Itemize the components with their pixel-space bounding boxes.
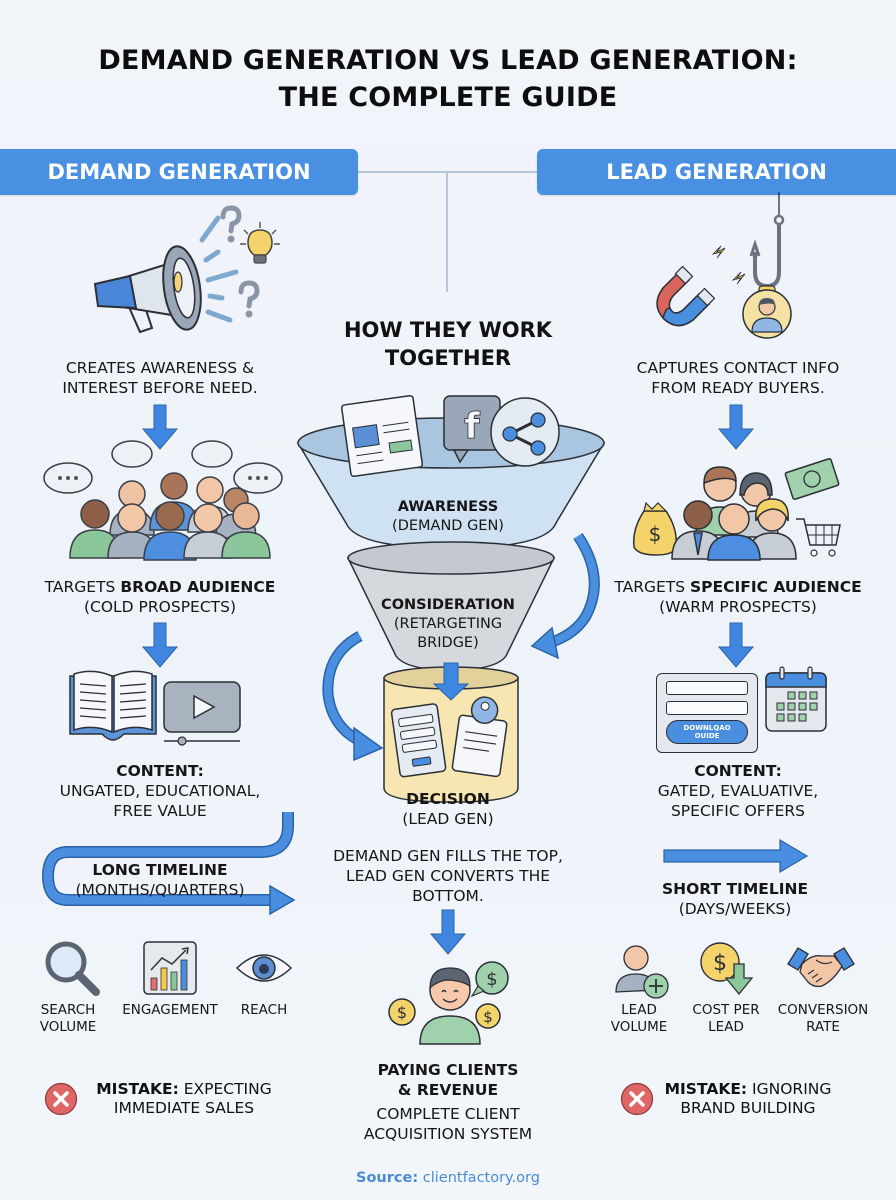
magnifier-icon — [44, 940, 104, 998]
facebook-icon: f — [443, 395, 501, 464]
banner-connector-vertical — [446, 172, 448, 292]
shopping-cart-icon — [796, 518, 841, 557]
coin-down-icon: $ — [698, 942, 756, 998]
arrow-down-icon-2 — [141, 622, 179, 668]
crowd-icon — [43, 440, 283, 561]
money-bag-icon: $ — [632, 501, 678, 556]
magnet-hook-illustration — [655, 192, 792, 342]
megaphone-icon — [93, 215, 239, 334]
video-player-icon — [162, 680, 244, 746]
demand-generation-banner: DEMAND GENERATION — [0, 149, 358, 195]
svg-text:$: $ — [649, 522, 662, 546]
outcome-heading: PAYING CLIENTS & REVENUE — [377, 1061, 519, 1099]
metric-conversion-rate: CONVERSION RATE — [777, 1002, 869, 1035]
add-user-icon — [614, 944, 670, 1000]
mistake-x-icon — [44, 1082, 78, 1116]
banknote-icon — [784, 458, 840, 500]
lead-mistake-text: MISTAKE: IGNORING BRAND BUILDING — [664, 1080, 832, 1117]
svg-text:$: $ — [397, 1003, 407, 1022]
demand-step-content: CONTENT: UNGATED, EDUCATIONAL, FREE VALU… — [59, 762, 261, 820]
demand-mistake-text: MISTAKE: EXPECTING IMMEDIATE SALES — [96, 1080, 272, 1117]
metric-search-volume: SEARCH VOLUME — [39, 1002, 97, 1035]
metric-lead-volume: LEAD VOLUME — [610, 1002, 668, 1035]
magnet-icon — [656, 265, 716, 327]
calendar-icon — [764, 665, 828, 733]
svg-text:$: $ — [486, 969, 497, 990]
lead-step-capture: CAPTURES CONTACT INFO FROM READY BUYERS. — [636, 359, 840, 397]
gated-form-icon: DOWNLQAO OUIDE — [656, 673, 758, 753]
page-title: DEMAND GENERATION VS LEAD GENERATION: TH… — [0, 42, 896, 116]
short-timeline-label: SHORT TIMELINE (DAYS/WEEKS) — [661, 880, 809, 918]
lead-generation-banner: LEAD GENERATION — [537, 149, 896, 195]
question-mark-icon-2 — [236, 280, 262, 320]
metric-reach: REACH — [240, 1002, 288, 1018]
arrow-down-icon-center — [429, 909, 467, 955]
marketing-funnel-diagram: f — [296, 388, 606, 808]
svg-text:$: $ — [713, 951, 727, 976]
bar-chart-icon — [142, 940, 198, 996]
funnel-label-decision: DECISION (LEAD GEN) — [402, 790, 494, 828]
eye-icon — [235, 950, 293, 986]
title-line-1: DEMAND GENERATION VS LEAD GENERATION: — [98, 45, 798, 76]
outcome-system-text: COMPLETE CLIENT ACQUISITION SYSTEM — [363, 1105, 533, 1143]
source-link[interactable]: Source: clientfactory.org — [356, 1170, 540, 1186]
demand-step-audience: TARGETS BROAD AUDIENCE (COLD PROSPECTS) — [44, 578, 276, 616]
svg-text:$: $ — [483, 1008, 493, 1026]
mistake-x-icon-lead — [620, 1082, 654, 1116]
broad-audience-crowd-illustration — [40, 440, 283, 561]
paying-client-illustration: $ $ $ — [386, 958, 516, 1045]
metric-engagement: ENGAGEMENT — [122, 1002, 218, 1018]
svg-text:f: f — [464, 406, 480, 447]
metric-cost-per-lead: COST PER LEAD — [692, 1002, 760, 1035]
lead-step-audience: TARGETS SPECIFIC AUDIENCE (WARM PROSPECT… — [614, 578, 862, 616]
specific-audience-illustration: $ — [630, 455, 845, 561]
coin-icon — [388, 998, 416, 1026]
form-field-2 — [666, 701, 748, 715]
arrow-down-icon-lead — [717, 404, 755, 450]
contact-card-icon — [451, 696, 508, 778]
demand-step-awareness: CREATES AWARENESS & INTEREST BEFORE NEED… — [62, 359, 258, 397]
lead-form-icon — [390, 703, 447, 778]
short-timeline-arrow-icon — [663, 838, 809, 874]
lightbulb-icon — [240, 222, 280, 272]
question-mark-icon — [218, 205, 244, 245]
handshake-icon — [786, 944, 856, 990]
arrow-down-icon-lead-2 — [717, 622, 755, 668]
share-icon — [490, 397, 560, 467]
funnel-label-consideration: CONSIDERATION (RETARGETING BRIDGE) — [381, 597, 515, 651]
megaphone-illustration — [90, 210, 290, 334]
lead-step-content: CONTENT: GATED, EVALUATIVE, SPECIFIC OFF… — [657, 762, 819, 820]
arrow-down-icon — [141, 404, 179, 450]
form-field-1 — [666, 681, 748, 695]
title-line-2: THE COMPLETE GUIDE — [278, 82, 618, 113]
long-timeline-arrow-icon — [38, 808, 298, 928]
open-book-icon — [68, 670, 158, 741]
funnel-summary-text: DEMAND GEN FILLS THE TOP, LEAD GEN CONVE… — [333, 847, 563, 905]
download-guide-button: DOWNLQAO OUIDE — [666, 720, 748, 744]
web-page-icon — [340, 394, 424, 478]
funnel-label-awareness: AWARENESS (DEMAND GEN) — [392, 499, 504, 534]
how-they-work-together-heading: HOW THEY WORK TOGETHER — [343, 318, 553, 370]
long-timeline-label: LONG TIMELINE (MONTHS/QUARTERS) — [75, 861, 245, 899]
